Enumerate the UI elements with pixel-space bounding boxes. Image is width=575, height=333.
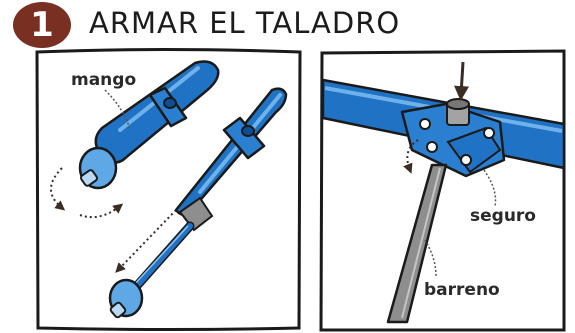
handle-leader <box>104 89 131 131</box>
auger-shaft <box>386 163 448 324</box>
page-title: ARMAR EL TALADRO <box>89 6 401 40</box>
lock-leader <box>483 169 497 207</box>
handle-label: mango <box>71 70 137 90</box>
down-arrow-icon <box>454 61 470 101</box>
lock-rotate-arrow-icon <box>403 139 419 174</box>
lock-label: seguro <box>470 206 536 226</box>
left-panel-frame <box>35 48 302 331</box>
auger-assembly <box>108 87 288 319</box>
step-number-badge: 1 <box>13 2 71 48</box>
handle-piece <box>78 60 220 190</box>
dotted-insert-arrow-icon <box>115 209 177 273</box>
auger-label: barreno <box>424 280 500 300</box>
rotate-arrows-icon <box>50 167 124 219</box>
lock-clamp <box>400 98 506 178</box>
